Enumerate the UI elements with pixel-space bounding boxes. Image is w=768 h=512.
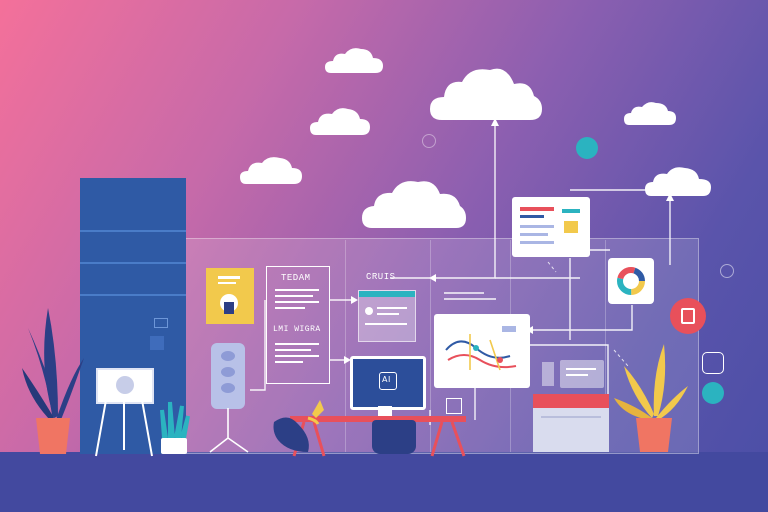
- text-lines: [444, 298, 496, 300]
- easel-board: [96, 368, 154, 404]
- info-card: [358, 290, 416, 342]
- bird-icon: [273, 400, 324, 452]
- app-badge: [670, 298, 706, 334]
- diagram-board: [434, 314, 530, 388]
- plant-icon: [160, 401, 190, 454]
- poster-card: [206, 268, 254, 324]
- plant-icon: [22, 308, 84, 454]
- cloud-icon: [325, 46, 383, 74]
- cloud-icon: [362, 176, 466, 230]
- doc-subtitle: LMI WIGRA: [273, 325, 321, 334]
- monitor-stand: [378, 406, 392, 418]
- stand-legs: [209, 408, 249, 453]
- small-card: [560, 360, 604, 388]
- phone-icon: [211, 343, 245, 409]
- cloud-icon: [240, 155, 302, 185]
- plant-icon: [614, 344, 688, 452]
- settings-badge: [702, 382, 724, 404]
- glass-panel-divider: [605, 240, 606, 452]
- easel-legs: [95, 400, 153, 457]
- donut-chart-icon: [617, 267, 645, 295]
- doc-title: TEDAM: [281, 273, 311, 283]
- ring-decor: [422, 134, 436, 148]
- dashboard-card: [512, 197, 590, 257]
- tablet: [446, 398, 462, 414]
- ring-decor: [720, 264, 734, 278]
- document-panel: TEDAM LMI WIGRA: [266, 266, 330, 384]
- cabinet: [533, 394, 609, 452]
- mini-icon-stack: [542, 362, 554, 386]
- cloud-icon: [645, 165, 711, 197]
- floor: [0, 452, 768, 512]
- network-diagram: [445, 326, 517, 371]
- cloud-icon: [624, 100, 676, 126]
- card-title: CRUIS: [366, 272, 396, 282]
- glass-panel-divider: [345, 240, 346, 452]
- desk: [290, 416, 466, 422]
- gear-icon: [702, 352, 724, 374]
- cloud-icon: [430, 64, 542, 122]
- text-lines: [444, 292, 484, 294]
- donut-chart-card: [608, 258, 654, 304]
- monitor-text: AI: [382, 375, 391, 384]
- chair: [372, 420, 416, 454]
- glass-panel-divider: [430, 240, 431, 452]
- cloud-icon: [310, 106, 370, 136]
- monitor-icon: AI: [350, 356, 426, 410]
- check-badge: [576, 137, 598, 159]
